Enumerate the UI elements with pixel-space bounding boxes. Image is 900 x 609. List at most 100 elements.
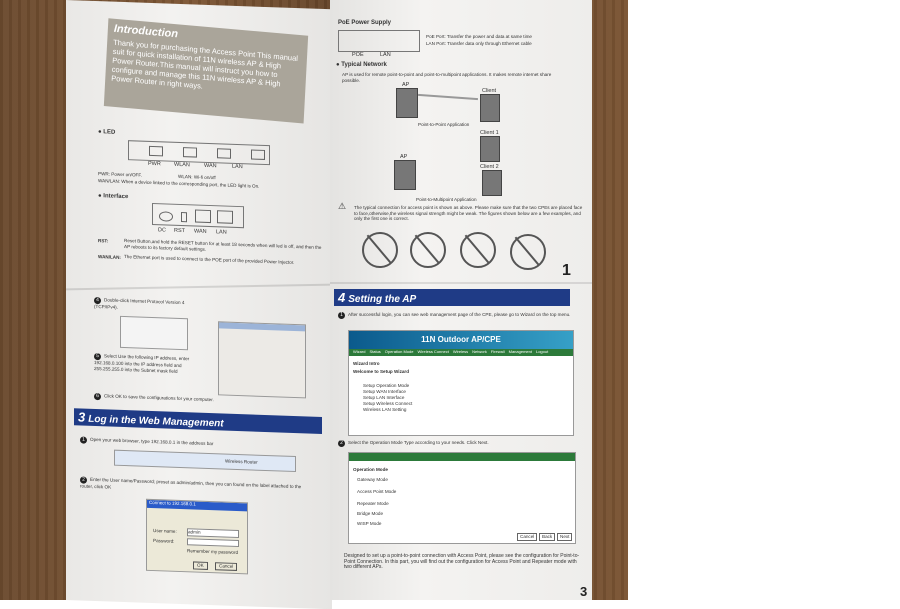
client-building-icon [480,136,500,162]
step-6-label: Click OK to save the configurations for … [104,393,214,403]
interface-label: WAN [194,228,207,235]
interface-heading-text: Interface [103,193,129,201]
correct-placement-icon [362,232,398,268]
step-number-icon: 6 [94,392,101,401]
login-dialog-screenshot: Connect to 192.168.0.1 User name: admin … [146,498,248,575]
client-building-icon [482,170,502,196]
client-label: Client [482,88,497,94]
led-label: PWR [148,160,161,168]
wanlan-key: WAN/LAN: [98,254,121,260]
login-dialog-title: Connect to 192.168.0.1 [147,499,247,512]
led-label: WLAN [174,161,190,169]
manual-right-page: PoE Power Supply POE LAN PoE Port: Trans… [330,0,592,600]
introduction-box: Introduction Thank you for purchasing th… [103,18,309,124]
interface-label: RST [174,227,185,235]
web-menu-bar [349,453,575,461]
step-number-icon: 1 [80,436,87,444]
page-number-1: 1 [562,262,571,279]
lan-port-desc: LAN Port: Transfer data only through Eth… [426,41,532,46]
op-mode-option: Gateway Mode [357,477,388,482]
dc-port [159,211,173,222]
menu-wireless-connect: Wireless Connect [417,349,449,354]
password-label: Password: [153,538,175,544]
browser-address-screenshot: Wireless Router [114,449,296,473]
op-mode-option: Bridge Mode [357,511,384,516]
typical-network-body: AP is used for remote point-to-point and… [342,72,552,83]
interface-label: DC [158,227,166,234]
password-field [187,538,239,548]
poe-port-desc: PoE Port: Transfer the power and data at… [426,34,532,39]
section-3-number: 3 [78,409,86,425]
typical-note: The typical connection for access point … [354,205,583,222]
step-5-label: Select Use the following IP address, ent… [94,353,190,374]
interface-heading: ● Interface [98,193,129,201]
wanlan-desc: The Ethernet port is used to connect to … [124,254,295,265]
led-indicator [149,145,163,157]
wizard-item: Setup WAN Interface [363,389,406,394]
op-mode-option: Access Point Mode [357,489,397,494]
ap-building-icon [396,88,418,118]
step-4-label: Double-click Internet Protocol Version 4… [94,297,185,310]
web-menu-bar: Wizard Status Operation Mode Wireless Co… [349,349,573,356]
login-step-1-label: Open your web browser, type 192.168.0.1 … [90,436,214,447]
led-heading: ● LED [98,129,116,136]
typical-network-heading-text: Typical Network [341,62,387,68]
paper-fold-line [330,282,592,284]
login-step-2-label: Enter the User name/Password; preset as … [80,476,302,490]
section-4-number: 4 [338,290,346,305]
ap-building-icon [394,160,416,190]
lan-port-label: LAN [380,52,391,58]
username-field: admin [187,528,239,538]
back-button: Back [539,533,556,541]
p2p-caption: Point-to-Point Application [418,122,470,127]
led-label: LAN [232,163,243,171]
poe-heading: PoE Power Supply [338,20,392,26]
browser-tab-label: Wireless Router [225,458,258,465]
client-label: Client 1 [480,130,499,136]
wizard-welcome: Welcome to Setup Wizard [353,369,410,374]
ap-label: AP [402,82,410,88]
wizard-item: Setup LAN Interface [363,395,405,400]
page-number-3: 3 [580,584,588,599]
lan-port [217,210,233,224]
step-number-icon: 2 [338,440,345,447]
led-label: WAN [204,162,217,170]
menu-status: Status [369,349,381,354]
led-indicator [251,149,265,160]
wizard-item: Wireless LAN Setting [363,407,407,412]
wan-port [195,209,211,224]
step-number-icon: 1 [338,312,345,319]
menu-operation-mode: Operation Mode [384,349,414,354]
led-indicator [183,147,197,158]
reset-button [181,212,187,223]
ok-button: OK [193,561,208,570]
ip-properties-screenshot [218,321,306,399]
interface-label: LAN [216,229,227,236]
footer-text: Designed to set up a point-to-point conn… [344,553,580,571]
op-mode-option: WISP Mode [357,521,382,526]
rst-key: RST: [98,238,109,244]
menu-logout: Logout [535,349,549,354]
dialog-titlebar [219,322,305,332]
manual-left-page: Introduction Thank you for purchasing th… [66,0,332,609]
cancel-button: Cancel [517,533,538,541]
wrong-placement-icon [460,232,496,268]
web-banner-title: 11N Outdoor AP/CPE [349,331,573,349]
led-heading-text: LED [103,129,116,136]
setting-step-1-label: After successful login, you can see web … [348,312,571,317]
ap-label: AP [400,154,408,160]
wrong-placement-icon [410,232,446,268]
menu-firewall: Firewall [490,349,505,354]
interface-panel-diagram [152,203,244,229]
client-building-icon [480,94,500,122]
wizard-web-screenshot: 11N Outdoor AP/CPE Wizard Status Operati… [348,330,574,436]
